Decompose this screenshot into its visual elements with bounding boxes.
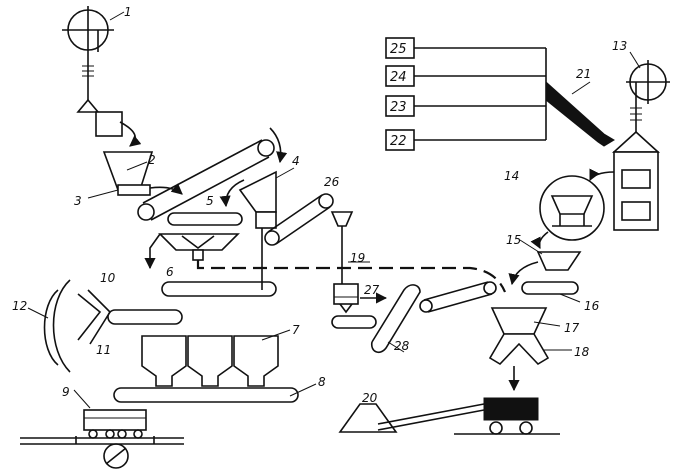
dosing-station: [611, 130, 661, 231]
label-19: 19: [350, 251, 365, 265]
control-box-22: 22: [390, 134, 407, 149]
mixer-17: [490, 307, 561, 335]
conveyor-to-mixer: [419, 281, 497, 313]
label-13: 13: [612, 39, 627, 53]
inclined-conveyor-main: [137, 127, 288, 221]
control-box-24: 24: [390, 70, 407, 85]
conveyor-26: [264, 193, 334, 246]
label-16: 16: [584, 299, 600, 313]
dashed-transfer-line: [196, 260, 507, 293]
bunkers-7: [141, 329, 291, 387]
hoist-bucket: [76, 98, 142, 147]
detail-view-14: [530, 168, 615, 250]
label-4: 4: [292, 154, 300, 168]
label-3: 3: [74, 194, 82, 208]
label-27: 27: [364, 283, 380, 297]
winch-drum-13: [626, 51, 670, 132]
conveyor-27: [331, 292, 388, 329]
control-box-25: 25: [390, 42, 407, 57]
conveyor-16: [508, 261, 581, 303]
feeder-3: [87, 183, 183, 199]
stockpile-20: [338, 403, 485, 433]
label-7: 7: [292, 323, 300, 337]
label-18: 18: [574, 345, 590, 359]
label-5: 5: [206, 194, 214, 208]
elevator-28: [370, 284, 421, 354]
control-signal-21: [545, 80, 615, 147]
label-20: 20: [362, 391, 378, 405]
label-28: 28: [394, 339, 410, 353]
control-box-23: 23: [390, 100, 407, 115]
label-1: 1: [124, 5, 132, 19]
doser-19: [330, 211, 370, 314]
winch-drum-1: [62, 6, 125, 100]
conveyor-5: [167, 212, 243, 226]
rail-wagon-9: [20, 389, 184, 469]
label-21: 21: [576, 67, 591, 81]
label-2: 2: [148, 153, 156, 167]
screen-splitter: [144, 233, 240, 270]
separator-12: [27, 279, 71, 373]
label-9: 9: [62, 385, 70, 399]
label-26: 26: [324, 175, 340, 189]
conveyor-6: [161, 281, 277, 297]
label-17: 17: [564, 321, 580, 335]
truck-mixer: [454, 397, 560, 435]
classifier-10-11: [77, 289, 183, 345]
label-11: 11: [96, 343, 111, 357]
label-10: 10: [100, 271, 116, 285]
crusher-4: [219, 167, 295, 290]
feeder-15: [519, 239, 582, 271]
conveyor-8: [113, 383, 317, 403]
label-15: 15: [506, 233, 521, 247]
label-6: 6: [166, 265, 174, 279]
label-14: 14: [504, 169, 519, 183]
control-panel: 25 24 23 22: [385, 37, 547, 151]
label-8: 8: [318, 375, 326, 389]
label-12: 12: [12, 299, 27, 313]
mixer-outlet-18: [488, 333, 572, 392]
